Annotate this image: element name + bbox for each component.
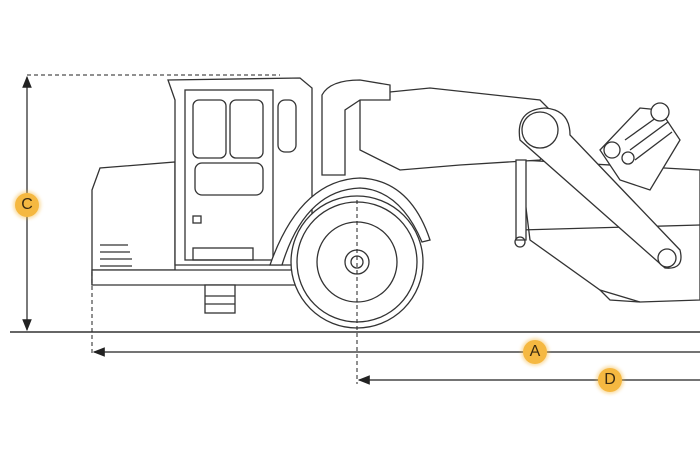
dimension-label-a: A: [523, 340, 547, 364]
scraper-machine: [91, 77, 700, 329]
dimension-label-d: D: [598, 368, 622, 392]
dimension-label-c: C: [15, 193, 39, 217]
